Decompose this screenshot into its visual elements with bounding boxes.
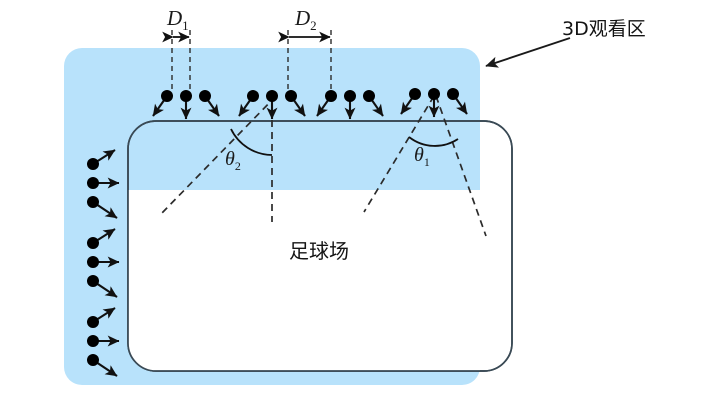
emitter-dot xyxy=(363,90,375,102)
emitter-dot xyxy=(87,335,99,347)
emitter-dot xyxy=(285,90,297,102)
theta1-label: θ1 xyxy=(414,144,430,169)
emitter-cluster-top-3 xyxy=(316,90,384,120)
theta1-arc xyxy=(408,136,459,147)
emitter-cluster-top-4 xyxy=(400,88,468,118)
emitter-dot xyxy=(344,90,356,102)
emitter-dot xyxy=(325,90,337,102)
emitter-dot xyxy=(87,177,99,189)
theta1-left-dash xyxy=(363,95,435,213)
emitter-dot xyxy=(87,316,99,328)
emitter-cluster-top-1 xyxy=(152,90,220,120)
theta2-label: θ2 xyxy=(225,148,241,173)
emitter-dot xyxy=(161,90,173,102)
field-white-fill-corner xyxy=(128,190,480,371)
football-field-label: 足球场 xyxy=(289,239,349,263)
emitter-dot xyxy=(87,256,99,268)
theta2-oblique-dash xyxy=(161,95,277,214)
theta1-right-dash xyxy=(435,95,487,237)
emitter-dot xyxy=(87,354,99,366)
emitter-dot xyxy=(180,90,192,102)
football-field-outline-top xyxy=(127,120,513,372)
emitter-dot xyxy=(247,90,259,102)
emitter-cluster-top-2 xyxy=(238,90,306,120)
emitter-cluster-left-1 xyxy=(87,149,120,219)
emitter-dot xyxy=(409,88,421,100)
theta1-lines-group xyxy=(363,95,487,237)
emitter-dot xyxy=(428,88,440,100)
emitter-dot xyxy=(199,90,211,102)
emitter-dot xyxy=(87,237,99,249)
emitter-dot xyxy=(87,158,99,170)
viewing-zone-label: 3D观看区 xyxy=(562,18,646,40)
d1-measure-group xyxy=(162,30,191,92)
emitter-dot xyxy=(87,275,99,287)
viewing-zone-callout-arrow xyxy=(485,37,571,68)
theta2-arc xyxy=(230,128,273,156)
emitter-dot xyxy=(447,88,459,100)
emitter-cluster-left-3 xyxy=(87,307,120,377)
d2-measure-group xyxy=(278,30,332,92)
emitter-dot xyxy=(266,90,278,102)
theta2-lines-group xyxy=(161,95,277,222)
emitter-cluster-left-2 xyxy=(87,228,120,298)
d1-label: D1 xyxy=(167,6,189,34)
emitter-dot xyxy=(87,196,99,208)
d2-label: D2 xyxy=(295,6,317,34)
